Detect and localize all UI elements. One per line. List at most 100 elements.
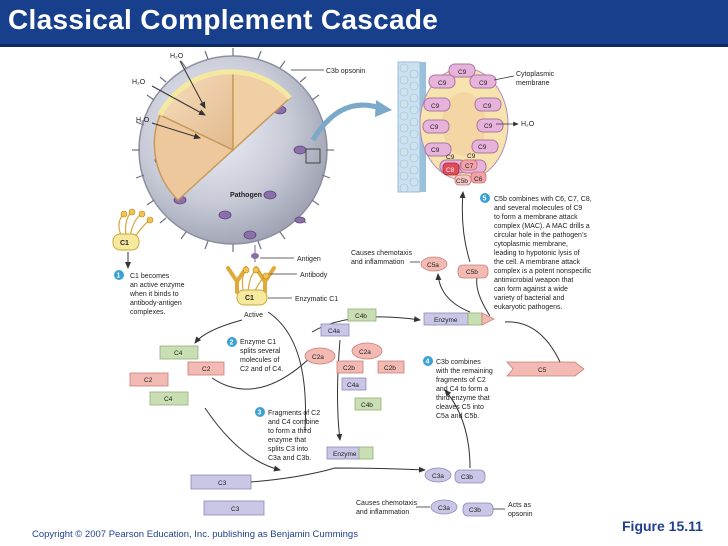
- step-3-line-4: enzyme that: [268, 437, 306, 444]
- svg-text:complexes.: complexes.: [130, 309, 165, 316]
- mac-c5b: C5b: [456, 178, 468, 185]
- c4a-chip-top: C4a: [328, 328, 340, 335]
- mac-c9-10: C9: [446, 154, 455, 161]
- step-5-line-13: eukaryotic pathogens.: [494, 304, 563, 311]
- step-1-line-3: when it binds to: [129, 291, 179, 298]
- c2b-chip-center: C2b: [343, 365, 355, 372]
- causes-chemotaxis-top-2: and inflammation: [351, 259, 404, 266]
- c3-chip-1: C3: [218, 480, 227, 487]
- step-4-number: 4: [426, 359, 430, 366]
- c1-active-chip-label: C1: [245, 295, 254, 302]
- mac-c9-11: C9: [467, 153, 476, 160]
- enzyme-top-label: Enzyme: [434, 317, 458, 324]
- step-5-line-3: to form a membrane attack: [494, 214, 578, 221]
- enzyme-bottom: [326, 446, 374, 460]
- c3b-opsonin-label: C3b opsonin: [326, 68, 365, 75]
- mac-c9-7: C9: [484, 123, 493, 130]
- c4b-chip-mid: C4b: [361, 402, 373, 409]
- mac-c9-9: C9: [478, 144, 487, 151]
- svg-text:C1 becomes: C1 becomes: [130, 273, 170, 280]
- c1-inactive: [112, 208, 154, 251]
- step-4-line-2: with the remaining: [435, 368, 493, 375]
- fragment-chips: [304, 308, 405, 411]
- step-1-number: 1: [117, 273, 121, 280]
- svg-text:an active enzyme: an active enzyme: [130, 282, 185, 289]
- antibody-label: Antibody: [300, 272, 328, 279]
- step-5-line-9: complex is a potent nonspecific: [494, 268, 592, 275]
- causes-chemotaxis-bottom-2: and inflammation: [356, 509, 409, 516]
- c1-chip-label: C1: [120, 240, 129, 247]
- step-3-number: 3: [258, 410, 262, 417]
- step-1-line-5: complexes.: [130, 309, 165, 316]
- antigen-label: Antigen: [297, 256, 321, 263]
- causes-chemotaxis-top-1: Causes chemotaxis: [351, 250, 413, 257]
- c2-chip-label-b: C2: [144, 377, 153, 384]
- step-5-line-12: variety of bacterial and: [494, 295, 565, 302]
- step-1-line-4: antibody-antigen: [130, 300, 182, 307]
- step-4: 4 C3b combines with the remaining fragme…: [423, 356, 493, 420]
- mac-c9-4: C9: [431, 103, 440, 110]
- step-2-number: 2: [230, 340, 234, 347]
- zoom-arrow: [310, 102, 381, 142]
- step-4-line-4: and C4 to form a: [436, 386, 488, 393]
- step-5: 5 C5b combines with C6, C7, C8, and seve…: [480, 193, 592, 311]
- c5-fragments: [420, 256, 489, 279]
- mac-c7: C7: [465, 163, 474, 170]
- step-3-line-1: Fragments of C2: [268, 410, 320, 417]
- step-4-line-3: fragments of C2: [436, 377, 486, 384]
- c4a-chip-mid: C4a: [347, 382, 359, 389]
- acts-as-opsonin-2: opsonin: [508, 511, 533, 518]
- c4-chip-label: C4: [174, 350, 183, 357]
- c3a-chip-1: C3a: [432, 473, 444, 480]
- cytoplasmic-membrane-label-1: Cytoplasmic: [516, 71, 555, 78]
- slide-title: Classical Complement Cascade: [8, 4, 439, 35]
- h2o-label-right: H₂O: [521, 121, 535, 128]
- c5b-chip-label: C5b: [466, 269, 478, 276]
- c3-chip-2: C3: [231, 506, 240, 513]
- cytoplasmic-membrane-label-2: membrane: [516, 80, 550, 87]
- title-bar: Classical Complement Cascade: [0, 0, 728, 47]
- mac-c9-5: C9: [483, 103, 492, 110]
- c4b-chip-top: C4b: [355, 313, 367, 320]
- pathogen-label: Pathogen: [230, 192, 262, 199]
- mac-c8: C8: [446, 167, 455, 174]
- step-3-line-6: C3a and C3b.: [268, 455, 311, 462]
- mac-c9-6: C9: [430, 124, 439, 131]
- causes-chemotaxis-bottom-1: Causes chemotaxis: [356, 500, 418, 507]
- zoom-box: [305, 148, 321, 164]
- c2a-chip-right: C2a: [359, 349, 371, 356]
- mac-c9-1: C9: [458, 69, 467, 76]
- mac-c9-8: C9: [431, 147, 440, 154]
- step-4-line-6: cleaves C5 into: [436, 404, 484, 411]
- c4-chip-label-b: C4: [164, 396, 173, 403]
- enzymatic-c1-label: Enzymatic C1: [295, 296, 338, 303]
- mac-complex: [419, 63, 509, 186]
- c3a-chip-2: C3a: [438, 505, 450, 512]
- step-4-line-1: C3b combines: [436, 359, 481, 366]
- step-5-line-6: cytoplasmic membrane,: [494, 241, 568, 248]
- svg-text:when it binds to: when it binds to: [129, 291, 179, 298]
- c2-chip-label: C2: [202, 366, 211, 373]
- step-3-line-5: splits C3 into: [268, 446, 308, 453]
- step-5-line-10: antimicrobial weapon that: [494, 277, 573, 284]
- step-2-line-4: C2 and of C4.: [240, 366, 283, 373]
- c5a-chip-label: C5a: [427, 262, 439, 269]
- step-1-line-2: an active enzyme: [130, 282, 185, 289]
- mac-c6: C6: [474, 176, 483, 183]
- c2a-chip-left: C2a: [312, 354, 324, 361]
- step-5-line-4: complex (MAC). A MAC drills a: [494, 223, 590, 230]
- c2b-chip-right: C2b: [384, 365, 396, 372]
- step-2-line-2: splits several: [240, 348, 281, 355]
- step-2-line-1: Enzyme C1: [240, 339, 276, 346]
- step-5-line-5: circular hole in the pathogen’s: [494, 232, 587, 239]
- c3-fragment-chips: [424, 467, 494, 517]
- c5-chip: [506, 361, 585, 377]
- enzyme-bottom-label: Enzyme: [333, 451, 357, 458]
- pathogen-cell: [132, 48, 334, 252]
- step-2-line-3: molecules of: [240, 357, 279, 364]
- step-5-line-2: and several molecules of C9: [494, 205, 582, 212]
- c3b-chip-2: C3b: [469, 507, 481, 514]
- step-3-line-2: and C4 combine: [268, 419, 319, 426]
